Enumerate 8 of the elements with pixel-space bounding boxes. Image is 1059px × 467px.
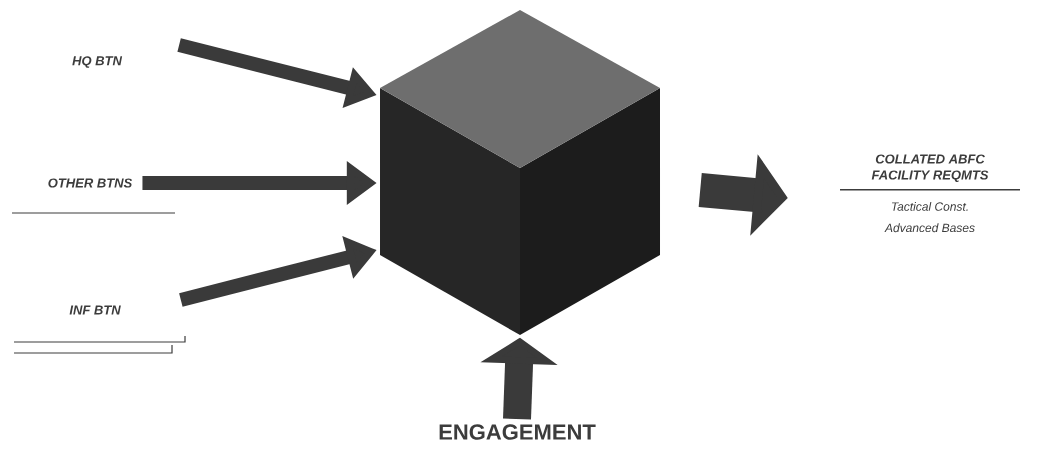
cube-drawing	[380, 10, 660, 335]
caption-text: ENGAGEMENT	[439, 424, 596, 440]
list-item: Advanced Bases	[884, 223, 975, 233]
list-item: Tactical Const.	[891, 202, 968, 211]
input-label: HQ BTN	[72, 56, 123, 68]
input-label: OTHER BTNS	[48, 178, 133, 188]
input-label: INF BTN	[69, 305, 121, 315]
heading-text: COLLATED ABFC FACILITY REQMTS	[871, 154, 989, 182]
